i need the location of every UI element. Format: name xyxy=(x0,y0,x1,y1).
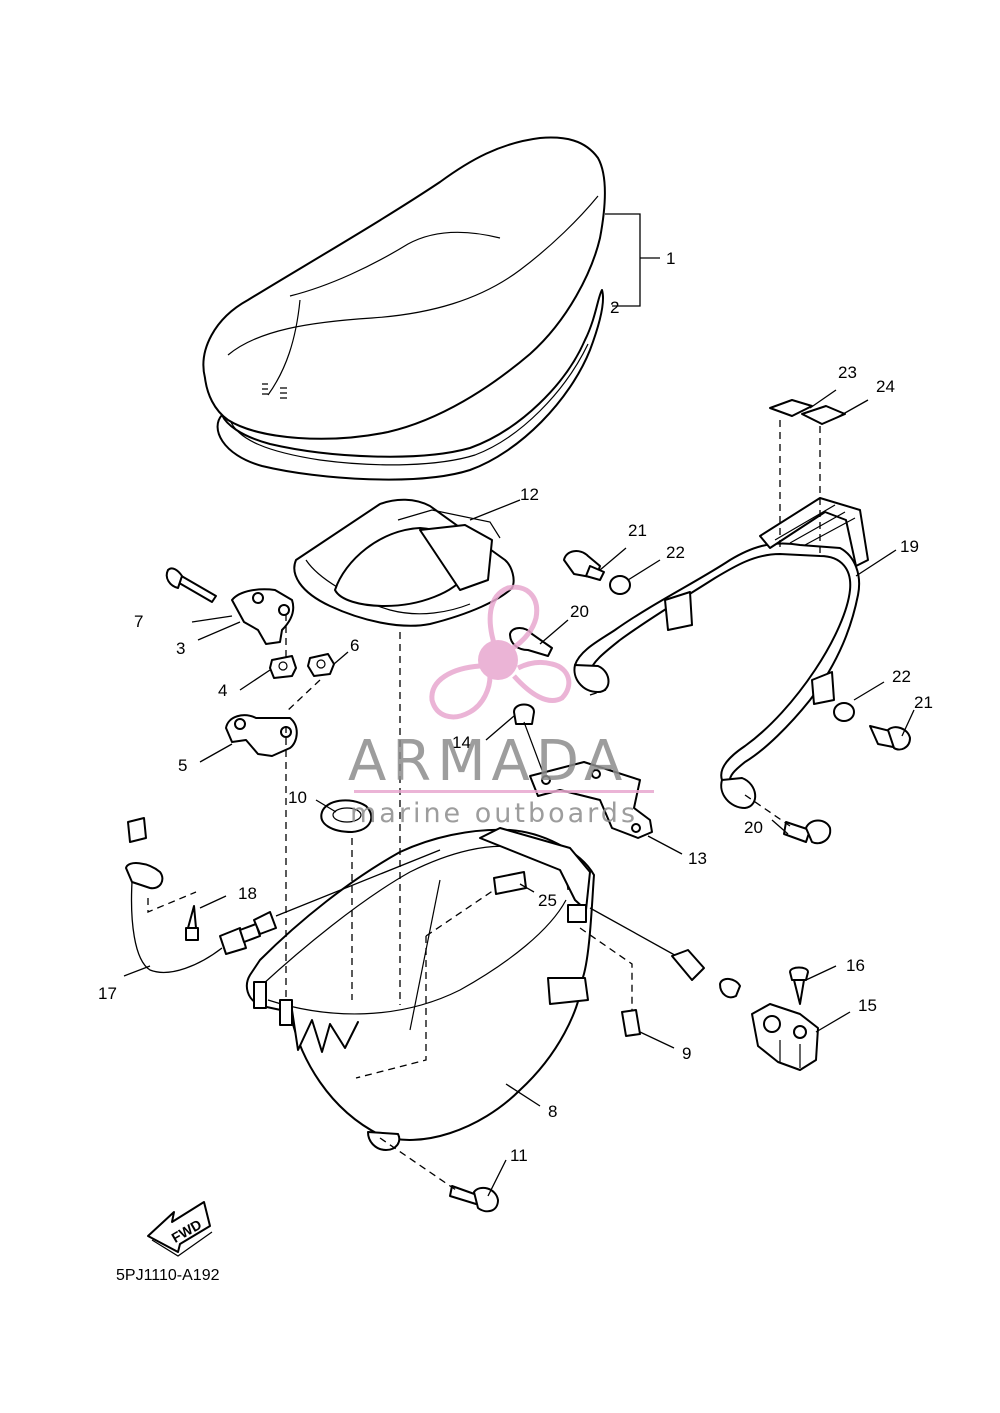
fwd-arrow-icon: FWD xyxy=(147,1201,213,1257)
callout-16: 16 xyxy=(846,956,865,975)
clip-9 xyxy=(621,1009,641,1037)
callout-19: 19 xyxy=(900,537,919,556)
propeller-logo-icon xyxy=(429,584,572,720)
callout-6: 6 xyxy=(350,636,359,655)
callout-17: 17 xyxy=(98,984,117,1003)
bolt-20-lower xyxy=(783,819,832,845)
callout-21b: 21 xyxy=(914,693,933,712)
callout-24: 24 xyxy=(876,377,895,396)
callout-5: 5 xyxy=(178,756,187,775)
callout-9: 9 xyxy=(682,1044,691,1063)
callout-15: 15 xyxy=(858,996,877,1015)
callout-10: 10 xyxy=(288,788,307,807)
callout-21a: 21 xyxy=(628,521,647,540)
callout-2: 2 xyxy=(610,298,619,317)
bolt-21-lower xyxy=(869,725,911,751)
nut-4 xyxy=(269,655,297,679)
callout-12: 12 xyxy=(520,485,539,504)
seat-lock-15 xyxy=(751,1003,819,1071)
callout-25: 25 xyxy=(538,891,557,910)
watermark-brand: ARMADA xyxy=(348,729,628,794)
storage-box-8 xyxy=(245,827,595,1151)
hinge-3 xyxy=(231,588,295,645)
bolt-20-top xyxy=(509,627,553,657)
callout-7: 7 xyxy=(134,612,143,631)
grommet-10 xyxy=(320,799,373,833)
seat-lock-cable-17 xyxy=(125,817,741,999)
seat-assembly xyxy=(202,136,606,481)
callout-20b: 20 xyxy=(744,818,763,837)
callout-18: 18 xyxy=(238,884,257,903)
screw-18 xyxy=(185,905,199,941)
grab-bar-19 xyxy=(573,497,869,809)
diagram-code: 5PJ1110-A192 xyxy=(116,1267,220,1284)
callout-20a: 20 xyxy=(570,602,589,621)
washer-22-lower xyxy=(833,702,855,722)
watermark-tagline: marine outboards xyxy=(350,798,638,829)
nut-6 xyxy=(307,653,335,677)
callout-3: 3 xyxy=(176,639,185,658)
callout-22a: 22 xyxy=(666,543,685,562)
callout-23: 23 xyxy=(838,363,857,382)
callout-13: 13 xyxy=(688,849,707,868)
callout-14: 14 xyxy=(452,733,471,752)
armada-watermark: ARMADA marine outboards xyxy=(348,584,654,829)
seat-base-2 xyxy=(216,289,605,481)
bolt-7 xyxy=(165,567,217,603)
grommet-14 xyxy=(513,703,535,725)
pad-24 xyxy=(801,405,846,425)
screw-16 xyxy=(789,966,809,1005)
callout-22b: 22 xyxy=(892,667,911,686)
bolt-11 xyxy=(449,1185,499,1213)
callout-4: 4 xyxy=(218,681,227,700)
bolt-21-top xyxy=(563,550,605,581)
seat-cover-1 xyxy=(202,136,606,440)
callout-11: 11 xyxy=(510,1146,528,1165)
callout-8: 8 xyxy=(548,1102,557,1121)
callout-1: 1 xyxy=(666,249,675,268)
washer-22-top xyxy=(609,575,631,595)
storage-tray-12 xyxy=(293,498,515,627)
